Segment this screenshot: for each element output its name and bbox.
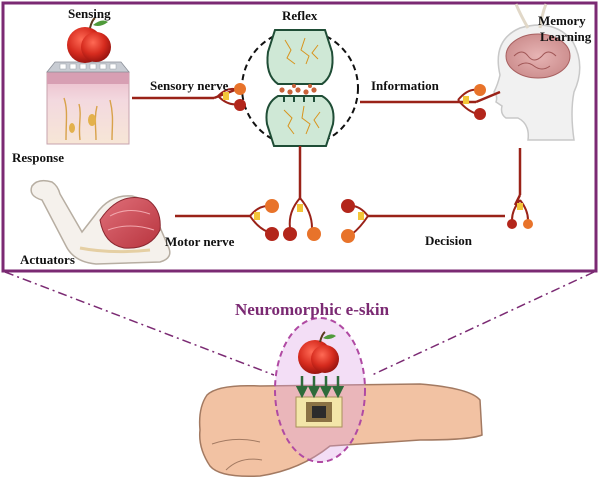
page-title: Neuromorphic e-skin xyxy=(235,300,390,319)
apple-icon-top xyxy=(67,17,111,63)
label-response: Response xyxy=(12,150,65,165)
apple-icon-bottom xyxy=(298,331,339,374)
label-reflex: Reflex xyxy=(282,8,318,23)
pressure-arrows xyxy=(295,376,345,399)
reflex-synapse xyxy=(241,29,359,147)
zoom-line-right xyxy=(371,271,595,376)
label-information: Information xyxy=(371,78,439,93)
label-sensory-nerve: Sensory nerve xyxy=(150,78,229,93)
sensor-plate xyxy=(46,61,130,73)
label-decision: Decision xyxy=(425,233,472,248)
head-brain-icon xyxy=(493,3,581,141)
label-learning: Learning xyxy=(540,29,592,44)
nerve-endings xyxy=(217,83,533,243)
label-sensing: Sensing xyxy=(68,6,111,21)
eskin-patch xyxy=(295,396,343,428)
label-memory: Memory xyxy=(538,13,586,28)
nerve-paths xyxy=(132,86,522,218)
label-motor-nerve: Motor nerve xyxy=(165,234,235,249)
zoom-line-left xyxy=(4,271,275,376)
skin-block xyxy=(46,71,130,145)
wrist-icon xyxy=(198,383,483,478)
arm-icon xyxy=(30,179,171,265)
label-actuators: Actuators xyxy=(20,252,75,267)
